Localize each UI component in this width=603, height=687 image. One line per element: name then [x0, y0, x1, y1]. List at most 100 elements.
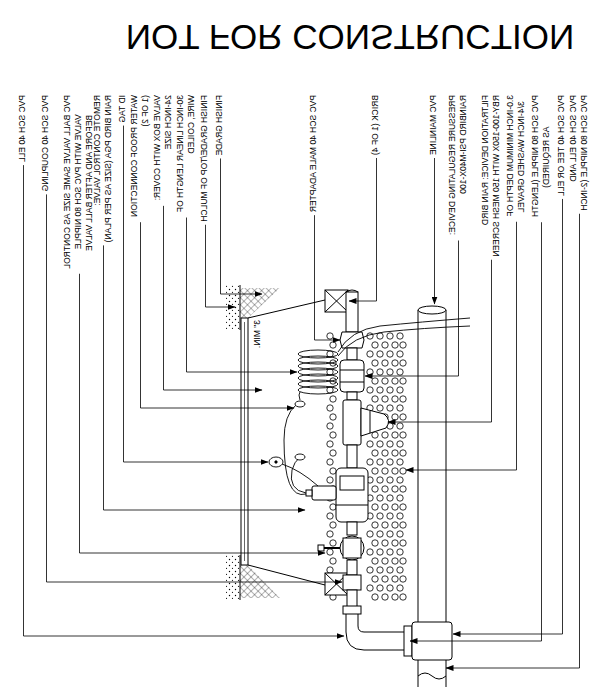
gravel-stone	[327, 477, 333, 483]
gravel-stone	[392, 540, 398, 546]
gravel-stone	[400, 450, 406, 456]
gravel-stone	[387, 441, 393, 447]
gravel-stone	[392, 576, 398, 582]
label-line: VALVE BOX WITH COVER:	[152, 95, 163, 203]
label-line: PVC SCH 80 NIPPLE (2-INCH	[579, 95, 590, 211]
valve-box	[241, 300, 325, 585]
callout-label: PVC SCH 40 ELL	[17, 95, 28, 162]
gravel-stone	[377, 333, 383, 339]
label-line: 3" MIN.	[252, 320, 263, 348]
gravel-stone	[397, 495, 403, 501]
gravel-stone	[367, 351, 373, 357]
gravel-stone	[397, 513, 403, 519]
gravel-stone	[392, 360, 398, 366]
label-line: VALVE WITH PVC SCH 80 NIPPLE	[73, 95, 84, 271]
gravel-stone	[377, 351, 383, 357]
gravel-stone	[392, 396, 398, 402]
gravel-stone	[330, 468, 336, 474]
gravel-stone	[372, 378, 378, 384]
label-line: PVC SCH 40 TEE OR ELL	[556, 95, 567, 196]
gravel-stone	[387, 369, 393, 375]
gravel-stone	[372, 540, 378, 546]
dimension-label: 3" MIN.	[252, 320, 263, 348]
gravel-stone	[377, 441, 383, 447]
gravel-stone	[400, 432, 406, 438]
gravel-stone	[377, 531, 383, 537]
gravel-stone	[372, 504, 378, 510]
gravel-stone	[382, 522, 388, 528]
callout-label: 3.0-INCH MINIMUM DEPTH OF 3/4-INCH WASHE…	[505, 95, 527, 219]
label-line: ID TAG	[117, 95, 128, 123]
gravel-stone	[392, 414, 398, 420]
gravel-stone	[387, 513, 393, 519]
label-line: PRESSURE REGULATING DEVICE:	[447, 95, 458, 237]
label-line: WATER PROOF CONNECTION	[129, 95, 140, 219]
gravel-stone	[330, 342, 336, 348]
gravel-stone	[387, 495, 393, 501]
callout-label: VALVE BOX WITH COVER: 24-INCH SIZE	[152, 95, 174, 203]
gravel-stone	[387, 351, 393, 357]
gravel-stone	[387, 333, 393, 339]
label-line: 24-INCH SIZE	[163, 95, 174, 203]
gravel-stone	[367, 441, 373, 447]
gravel-stone	[387, 549, 393, 555]
callout-label: REMOTE CONTROL VALVE: RAIN BIRD PGA (SIZ…	[92, 95, 114, 242]
gravel-stone	[397, 369, 403, 375]
gravel-stone	[372, 360, 378, 366]
gravel-stone	[397, 585, 403, 591]
gravel-stone	[367, 369, 373, 375]
gravel-stone	[400, 468, 406, 474]
gravel-stone	[400, 378, 406, 384]
label-line: RAINBIRD PSI-M40X-100	[458, 95, 469, 237]
gravel-stone	[327, 333, 333, 339]
gravel-stone	[387, 387, 393, 393]
label-line: (1 OF 2)	[140, 95, 151, 219]
gravel-stone	[372, 396, 378, 402]
gravel-stone	[377, 405, 383, 411]
label-line: 3.0-INCH MINIMUM DEPTH OF	[505, 95, 516, 219]
label-line: WIRE, COILED	[186, 95, 197, 215]
label-line: REMOTE CONTROL VALVE:	[92, 95, 103, 242]
gravel-stone	[330, 450, 336, 456]
gravel-stone	[327, 405, 333, 411]
label-line: PVC SCH 40 MALE ADAPTER	[308, 95, 319, 212]
label-line: PVC SCH 40 COUPLING	[40, 95, 51, 191]
label-line: PVC SCH 80 NIPPLE (LENGTH	[530, 95, 541, 219]
label-line: 3/4-INCH WASHED GRAVEL	[516, 95, 527, 219]
leader-line	[446, 214, 580, 668]
label-line: PVC MAINLINE	[428, 95, 439, 155]
callout-label: FINISH GRADE	[214, 95, 225, 155]
leader-line	[47, 194, 343, 582]
label-line: PVC SCH 40 ELL	[17, 95, 28, 162]
gravel-stone	[382, 486, 388, 492]
gravel-stone	[327, 531, 333, 537]
label-line: AS REQUIRED)	[541, 95, 552, 219]
callout-label: PVC SCH 40 TEE OR ELL	[556, 95, 567, 196]
gravel-stone	[382, 540, 388, 546]
label-line: RBY-100-150X WITH 150 MESH SCREEN	[491, 95, 502, 257]
leader-line	[434, 158, 435, 304]
gravel-stone	[387, 585, 393, 591]
gravel-stone	[372, 594, 378, 600]
gravel-stone	[392, 468, 398, 474]
gravel-stone	[372, 558, 378, 564]
gravel-stone	[377, 549, 383, 555]
gravel-stone	[372, 468, 378, 474]
gravel-stone	[397, 531, 403, 537]
gravel-stone	[382, 378, 388, 384]
leader-line	[164, 206, 263, 390]
gravel-stone	[330, 558, 336, 564]
gravel-stone	[387, 477, 393, 483]
gravel-stone	[392, 432, 398, 438]
gravel-stone	[327, 423, 333, 429]
gravel-stone	[377, 459, 383, 465]
gravel-stone	[400, 414, 406, 420]
gravel-stone	[330, 396, 336, 402]
callout-label: PVC MAINLINE	[428, 95, 439, 155]
leader-line	[221, 158, 263, 294]
gravel-stone	[400, 558, 406, 564]
gravel-stone	[382, 450, 388, 456]
gravel-stone	[387, 531, 393, 537]
gravel-stone	[397, 459, 403, 465]
gravel-stone	[392, 486, 398, 492]
